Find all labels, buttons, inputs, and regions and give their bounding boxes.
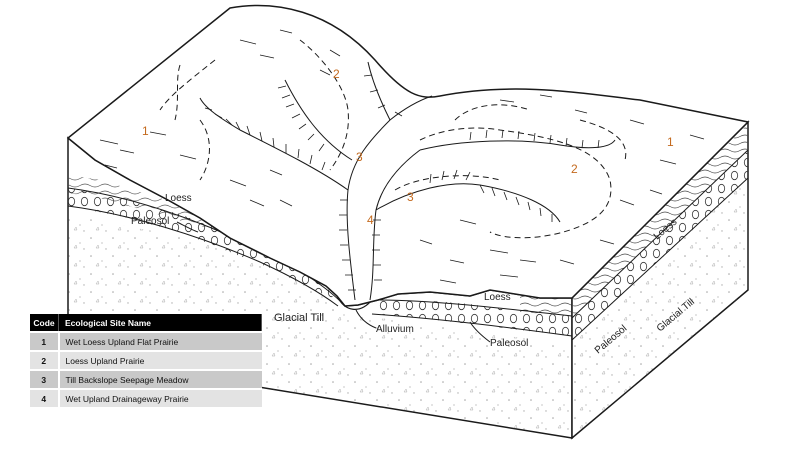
legend-site-name: Wet Loess Upland Flat Prairie [58,331,262,351]
label-loess-front: Loess [484,292,511,303]
legend-code: 2 [30,350,60,370]
legend-header-name: Ecological Site Name [58,314,262,332]
legend-table: Code Ecological Site Name 1 Wet Loess Up… [30,314,262,407]
label-paleosol-left: Paleosol [131,216,169,227]
site-code-4: 4 [367,213,374,227]
legend-site-name: Wet Upland Drainageway Prairie [58,388,262,407]
label-glacial-till-front: Glacial Till [274,312,324,324]
site-code-1-right: 1 [667,135,674,149]
legend-row: 2 Loess Upland Prairie [30,350,262,370]
site-code-3-right: 3 [407,190,414,204]
alluvium-leader [355,309,377,329]
legend-code: 3 [30,369,60,389]
paleosol-leader-left [176,221,199,233]
top-surface [66,4,750,307]
legend-header-code: Code [30,314,59,332]
site-code-3-left: 3 [356,150,363,164]
legend-site-name: Loess Upland Prairie [58,350,262,370]
legend-code: 4 [30,388,60,407]
legend-header-row: Code Ecological Site Name [30,314,262,332]
legend-row: 4 Wet Upland Drainageway Prairie [30,388,262,407]
legend-row: 1 Wet Loess Upland Flat Prairie [30,331,262,351]
right-face [571,120,749,440]
legend-row: 3 Till Backslope Seepage Meadow [30,369,262,389]
label-loess-left: Loess [165,193,192,204]
paleosol-leader-front [469,321,491,343]
legend-code: 1 [30,331,60,351]
legend-site-name: Till Backslope Seepage Meadow [58,369,262,389]
label-alluvium: Alluvium [376,324,414,335]
site-code-2-upper: 2 [333,67,340,81]
site-code-1-left: 1 [142,124,149,138]
label-paleosol-front: Paleosol [490,338,528,349]
site-code-2-right: 2 [571,162,578,176]
